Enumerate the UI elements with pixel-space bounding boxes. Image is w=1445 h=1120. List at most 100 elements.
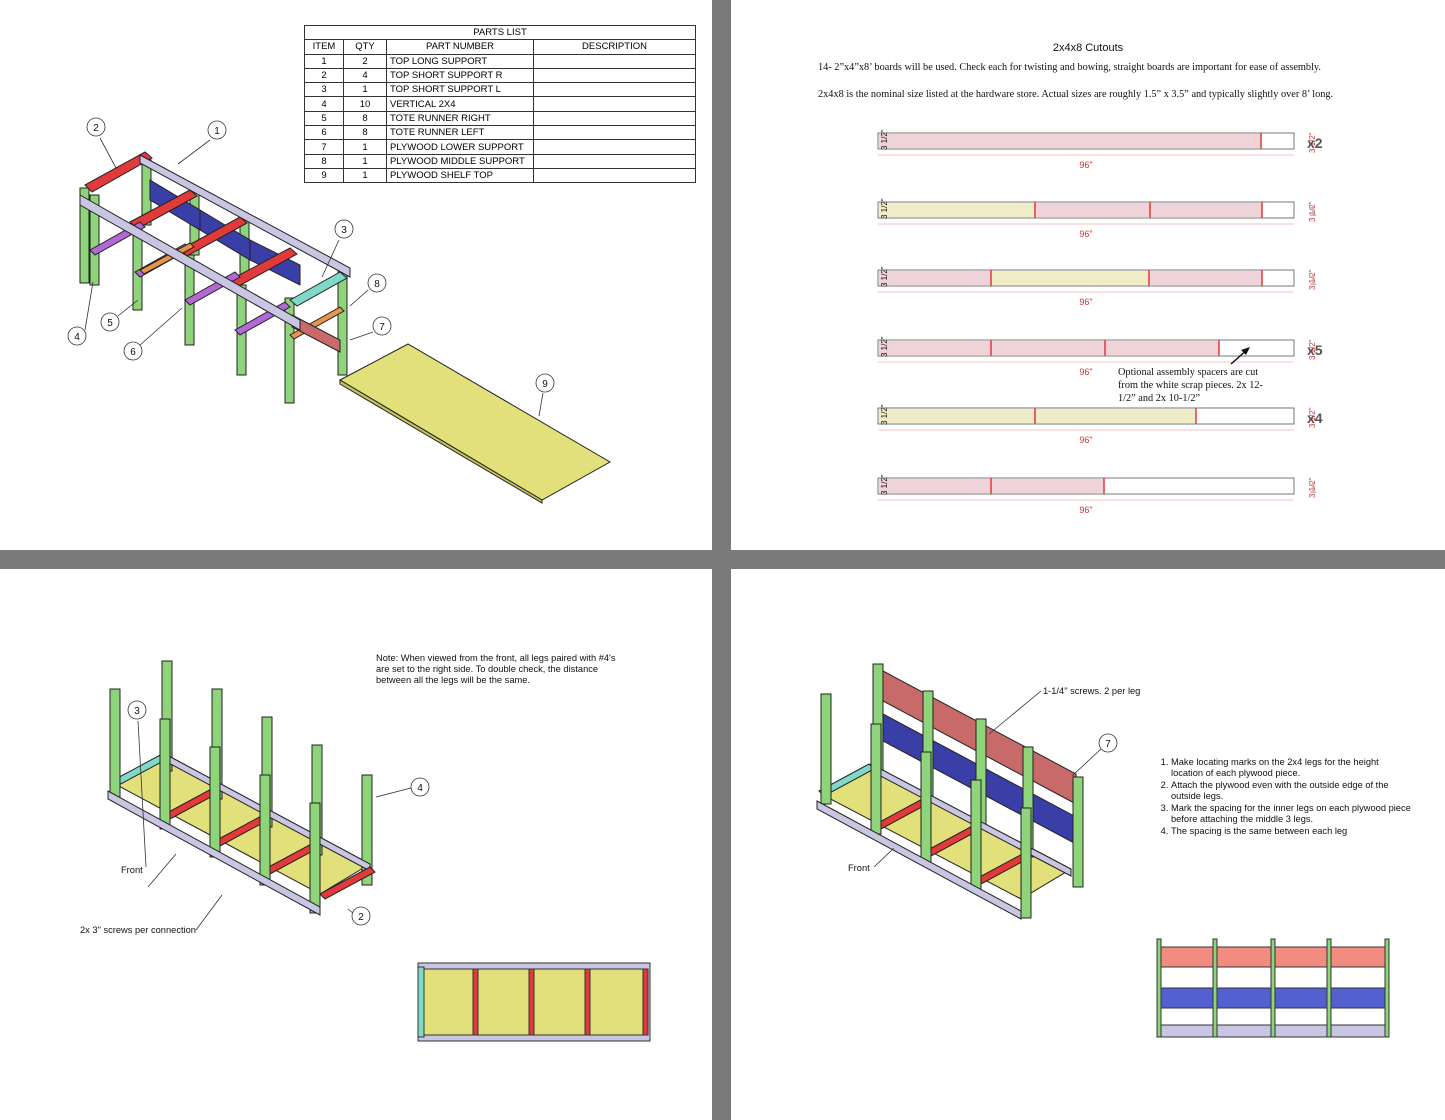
balloon-7: 7 [379, 322, 385, 333]
item-cell: 6 [304, 125, 344, 141]
width-label: 3 1/2" [880, 404, 889, 425]
page-parts-list: PARTS LIST ITEM QTY PART NUMBER DESCRIPT… [0, 0, 712, 550]
page-base-assembly: Note: When viewed from the front, all le… [0, 569, 712, 1120]
width-label: 3 1/2" [880, 198, 889, 219]
cutouts-intro: 14- 2”x4”x8’ boards will be used. Check … [818, 62, 1321, 73]
cut-piece [879, 341, 991, 355]
width-label: 3 1/2" [1308, 269, 1317, 290]
balloon-8: 8 [374, 279, 380, 290]
balloon-2: 2 [358, 912, 364, 923]
top-long-support [816, 800, 1022, 920]
width-label: 3 1/2" [1308, 132, 1317, 153]
leg [920, 751, 932, 863]
cut-piece [879, 479, 991, 493]
elevation-leg [1384, 938, 1390, 1038]
screws-label: 2x 3" screws per connection [80, 925, 196, 935]
top-short-support [319, 866, 376, 900]
length-label: 96" [1079, 229, 1092, 239]
quantity-multiplier: x2 [1307, 135, 1323, 151]
cut-piece [1150, 203, 1262, 217]
isometric-assembly-drawing: 1 2 3 4 5 6 7 8 9 [67, 117, 612, 504]
cut-piece [991, 271, 1149, 285]
width-label: 3 1/2" [880, 266, 889, 287]
top-short-support-left [289, 271, 348, 307]
leg [259, 774, 271, 886]
cut-piece [879, 409, 1035, 423]
cut-piece [879, 203, 1035, 217]
leg [870, 723, 882, 835]
leg [970, 779, 982, 891]
leg [361, 774, 373, 886]
length-label: 96" [1079, 160, 1092, 170]
description-cell [533, 153, 696, 169]
top-view-cross-support [584, 968, 591, 1036]
leg [820, 693, 832, 805]
width-label: 3 1/2" [1308, 407, 1317, 428]
spacer-arrow-head [1241, 347, 1250, 355]
qty-cell: 8 [343, 125, 387, 141]
top-view-left-support [417, 966, 425, 1038]
description-cell [533, 167, 696, 184]
plywood-frame-drawing: 1-1/4" screws. 2 per leg Front 7 [816, 663, 1390, 1038]
balloon-9: 9 [542, 379, 548, 390]
quantity-multiplier: x4 [1307, 410, 1323, 426]
page-cutouts: 2x4x8 Cutouts 14- 2”x4”x8’ boards will b… [731, 0, 1445, 550]
step-item: Mark the spacing for the inner legs on e… [1171, 803, 1411, 825]
top-view-cross-support [642, 968, 649, 1036]
top-view-plywood [423, 968, 647, 1036]
balloon-7: 7 [1105, 739, 1111, 750]
leg [109, 688, 121, 800]
balloon-5: 5 [107, 318, 113, 329]
screws-label: 1-1/4" screws. 2 per leg [1043, 686, 1140, 696]
top-short-support [84, 151, 153, 193]
step-item: Make locating marks on the 2x4 legs for … [1171, 757, 1411, 779]
balloon-3: 3 [134, 706, 140, 717]
front-elevation-view [1156, 938, 1390, 1038]
elevation-leg [1326, 938, 1332, 1038]
cut-piece [879, 134, 1261, 148]
cut-piece [879, 271, 991, 285]
step-item: Attach the plywood even with the outside… [1171, 780, 1411, 802]
top-view-cross-support [472, 968, 479, 1036]
page-plywood-assembly: 1-1/4" screws. 2 per leg Front 7 Make lo… [731, 569, 1445, 1120]
leg [79, 187, 90, 284]
quantity-multiplier: 1 [1309, 203, 1317, 219]
width-label: 3 1/2" [880, 474, 889, 495]
cut-piece [1035, 203, 1150, 217]
leg [209, 746, 221, 858]
base-frame-drawing: 3 4 2 Front 2x 3" screws per connection [80, 660, 651, 1042]
width-label: 3 1/2" [880, 129, 889, 150]
cutouts-title: 2x4x8 Cutouts [1052, 42, 1124, 54]
board-cut-diagrams: 96" 96" 96" 96" 96" 96" 3 1/2" 3 1/2" 3 … [877, 129, 1323, 515]
top-long-support [107, 790, 321, 916]
balloon-3: 3 [341, 225, 347, 236]
width-label: 3 1/2" [1308, 477, 1317, 498]
quantity-multiplier: 1 [1309, 272, 1317, 288]
quantity-multiplier: x5 [1307, 342, 1323, 358]
plywood-edge [339, 379, 543, 504]
leg [1072, 776, 1084, 888]
length-label: 96" [1079, 367, 1092, 377]
width-label: 3 1/2" [1308, 339, 1317, 360]
elevation-leg [1156, 938, 1162, 1038]
cut-piece [1035, 409, 1196, 423]
leg-position-note: Note: When viewed from the front, all le… [376, 653, 616, 685]
balloon-2: 2 [93, 123, 99, 134]
width-label: 3 1/2" [1308, 201, 1317, 222]
cut-piece [991, 479, 1104, 493]
step-item: The spacing is the same between each leg [1171, 826, 1411, 837]
leg [284, 297, 295, 404]
leg [159, 718, 171, 830]
spacer-note: Optional assembly spacers are cut from t… [1118, 367, 1263, 404]
part-cell: PLYWOOD SHELF TOP [386, 167, 534, 184]
part-cell: PLYWOOD LOWER SUPPORT [386, 139, 534, 155]
leg [337, 269, 348, 376]
elevation-leg [1270, 938, 1276, 1038]
width-label: 3 1/2" [880, 336, 889, 357]
cut-piece [1149, 271, 1262, 285]
